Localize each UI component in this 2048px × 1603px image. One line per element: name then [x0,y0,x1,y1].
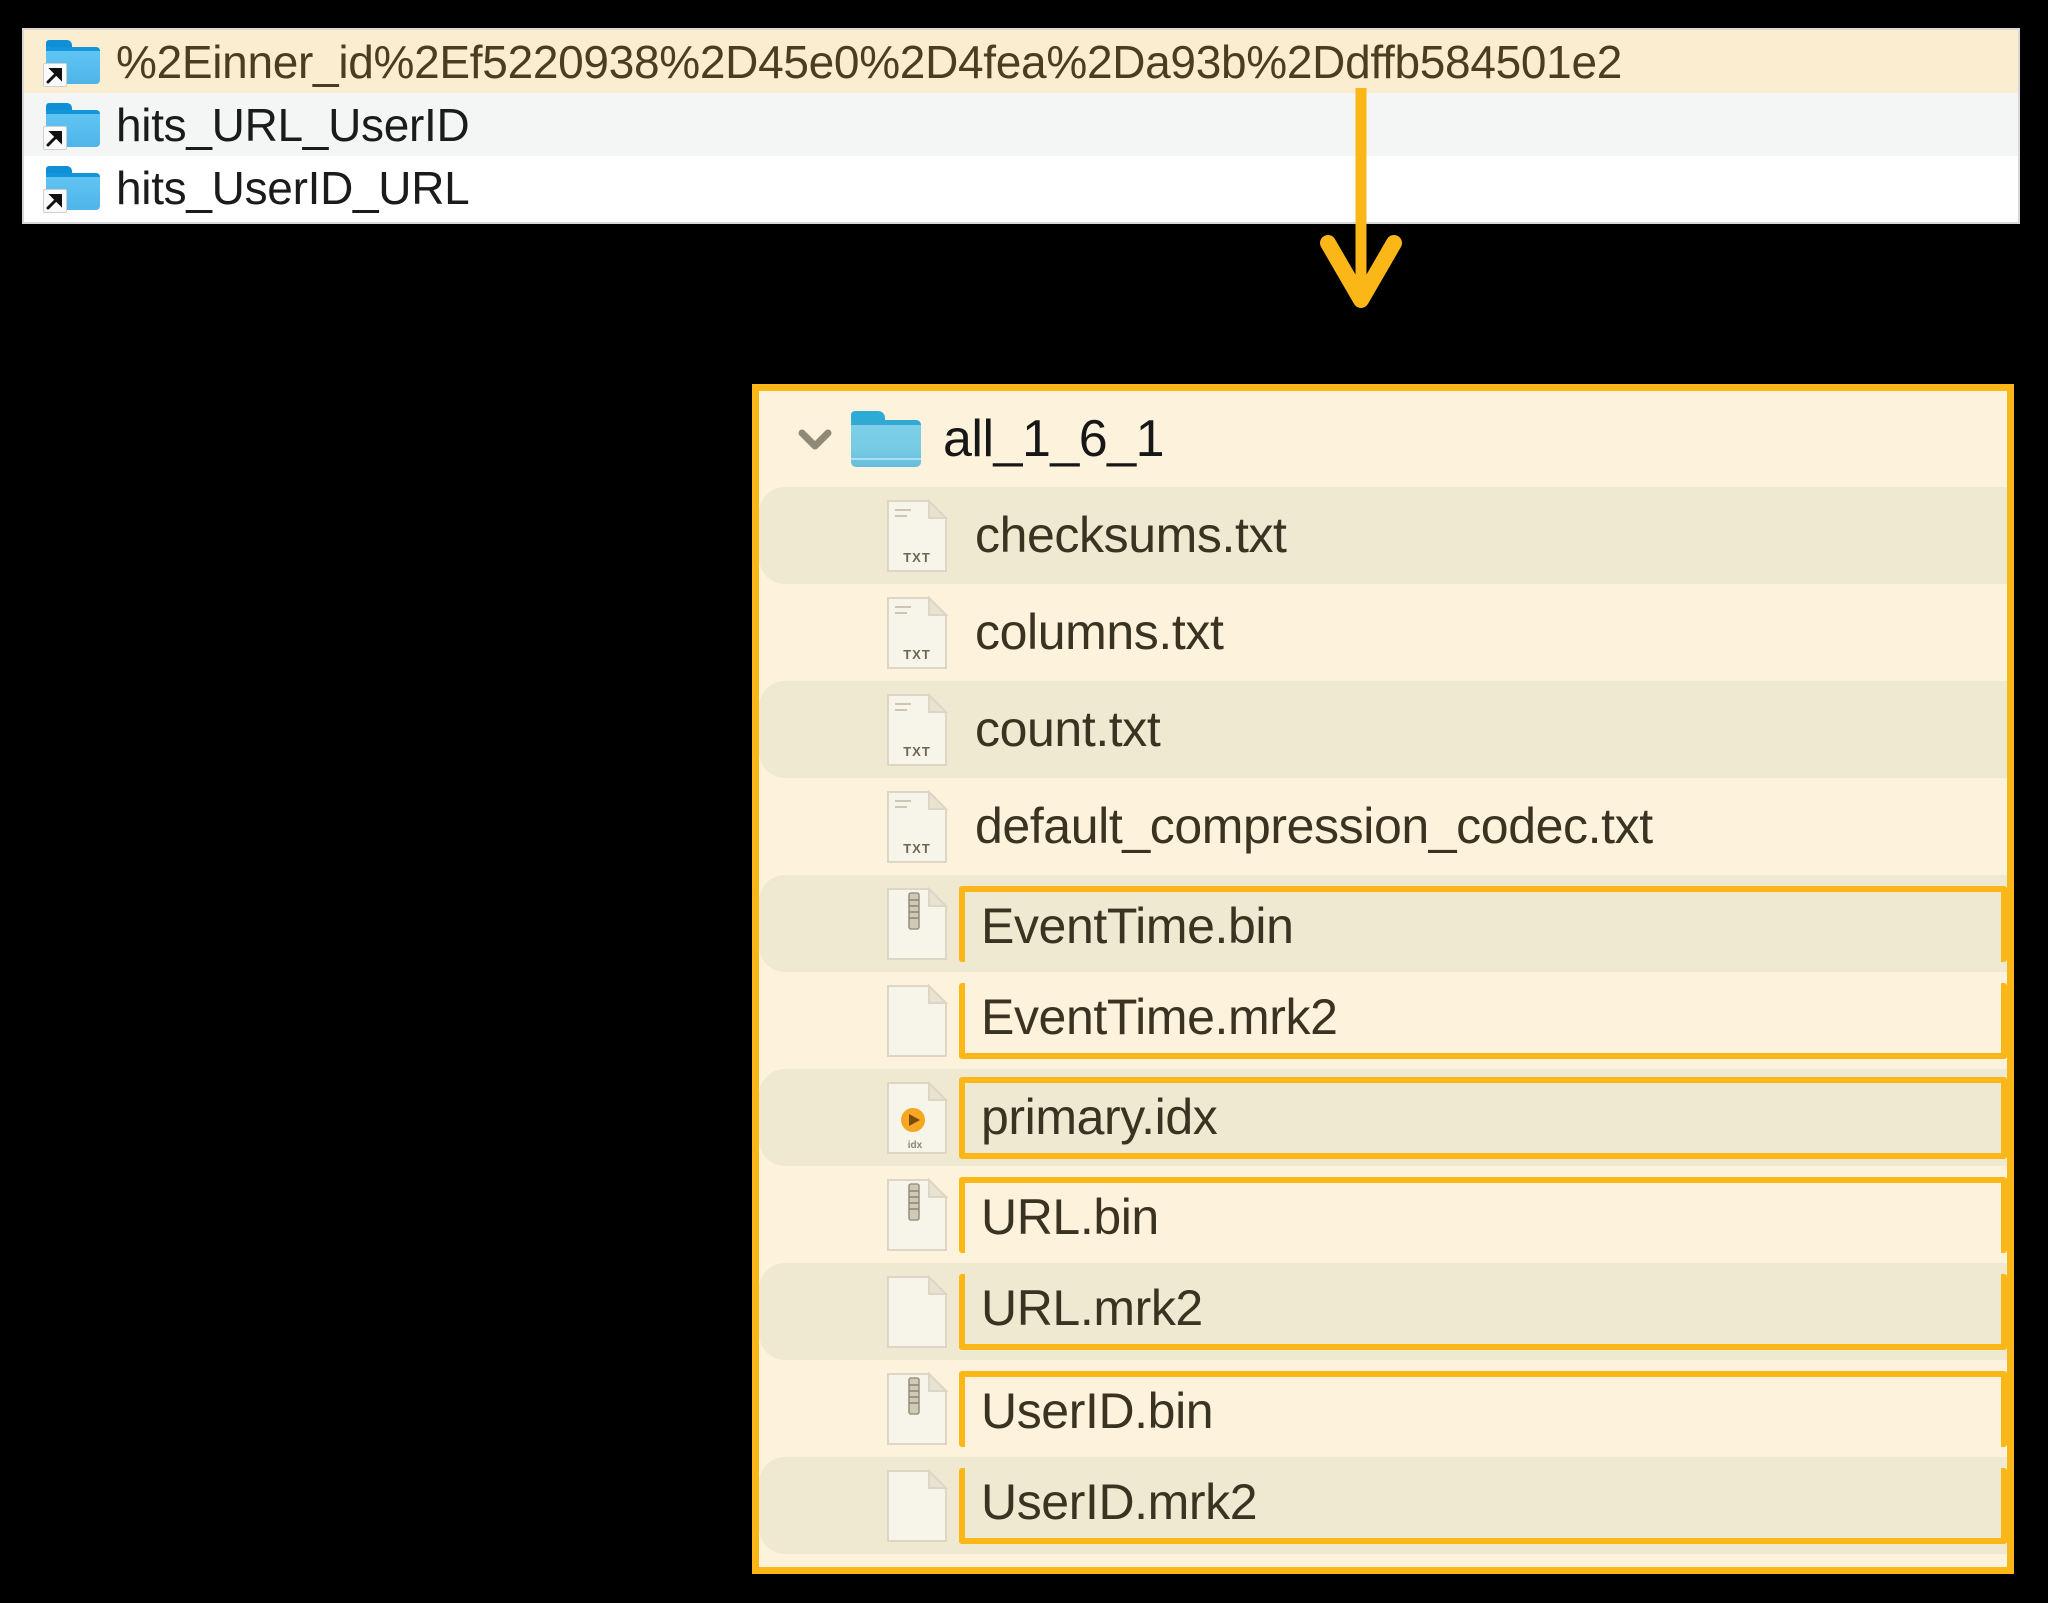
file-name-label: columns.txt [975,603,1224,660]
svg-text:TXT: TXT [903,841,931,856]
idx-file-icon: idx [885,1080,949,1156]
file-name-label: EventTime.bin [959,885,2007,962]
blank-file-icon [885,983,949,1059]
blank-file-icon [885,1274,949,1350]
panel-header-row[interactable]: all_1_6_1 [759,391,2007,487]
file-name-label: checksums.txt [975,506,1287,563]
list-item[interactable]: hits_UserID_URL [24,156,2018,219]
txt-file-icon: TXT [885,498,949,574]
folder-alias-icon [43,102,100,150]
bin-file-icon [887,886,949,960]
shortcut-badge-icon [43,62,67,87]
file-row[interactable]: TXT columns.txt [759,584,2007,681]
file-name-label: count.txt [975,700,1161,757]
file-row[interactable]: UserID.bin [759,1360,2007,1457]
file-row[interactable]: UserID.mrk2 [759,1457,2007,1554]
file-list: TXT checksums.txt TXT columns.txt TXT co… [759,487,2007,1554]
list-item-label: %2Einner_id%2Ef5220938%2D45e0%2D4fea%2Da… [116,35,1623,88]
file-row[interactable]: URL.mrk2 [759,1263,2007,1360]
txt-file-icon: TXT [887,498,949,572]
panel-header-label: all_1_6_1 [943,410,1165,468]
bin-file-icon [885,1177,949,1253]
list-item-label: hits_URL_UserID [116,98,470,151]
part-directory-panel[interactable]: all_1_6_1 TXT checksums.txt TXT columns.… [752,384,2014,1574]
file-row[interactable]: URL.bin [759,1166,2007,1263]
file-name-label: default_compression_codec.txt [975,797,1653,854]
txt-file-icon: TXT [885,692,949,768]
file-row[interactable]: idx primary.idx [759,1069,2007,1166]
txt-file-icon: TXT [885,595,949,671]
blank-file-icon [885,1468,949,1544]
file-row[interactable]: TXT count.txt [759,681,2007,778]
bin-file-icon [885,1371,949,1447]
svg-text:TXT: TXT [903,550,931,565]
file-name-label: EventTime.mrk2 [959,982,2007,1059]
down-arrow-icon [1320,88,1402,308]
folder-icon [851,411,921,467]
file-name-label: UserID.mrk2 [959,1467,2007,1544]
chevron-down-icon[interactable] [791,415,839,463]
txt-file-icon: TXT [887,692,949,766]
file-name-label: primary.idx [959,1076,2007,1159]
folder-alias-icon [43,165,100,213]
list-item[interactable]: hits_URL_UserID [24,93,2018,156]
blank-file-icon [887,1468,949,1542]
list-item[interactable]: %2Einner_id%2Ef5220938%2D45e0%2D4fea%2Da… [24,30,2018,93]
file-name-label: URL.mrk2 [959,1273,2007,1350]
svg-text:TXT: TXT [903,647,931,662]
blank-file-icon [887,1274,949,1348]
bin-file-icon [887,1371,949,1445]
file-row[interactable]: EventTime.mrk2 [759,972,2007,1069]
txt-file-icon: TXT [885,789,949,865]
folder-alias-icon [43,39,100,87]
svg-text:TXT: TXT [903,744,931,759]
txt-file-icon: TXT [887,595,949,669]
bin-file-icon [885,886,949,962]
bin-file-icon [887,1177,949,1251]
file-name-label: UserID.bin [959,1370,2007,1447]
txt-file-icon: TXT [887,789,949,863]
file-name-label: URL.bin [959,1176,2007,1253]
file-row[interactable]: TXT checksums.txt [759,487,2007,584]
idx-file-icon: idx [887,1080,949,1154]
shortcut-badge-icon [43,125,67,150]
file-row[interactable]: EventTime.bin [759,875,2007,972]
directory-list-window[interactable]: %2Einner_id%2Ef5220938%2D45e0%2D4fea%2Da… [22,28,2020,224]
svg-text:idx: idx [908,1140,923,1151]
file-row[interactable]: TXT default_compression_codec.txt [759,778,2007,875]
blank-file-icon [887,983,949,1057]
shortcut-badge-icon [43,188,67,213]
list-item-label: hits_UserID_URL [116,161,470,214]
